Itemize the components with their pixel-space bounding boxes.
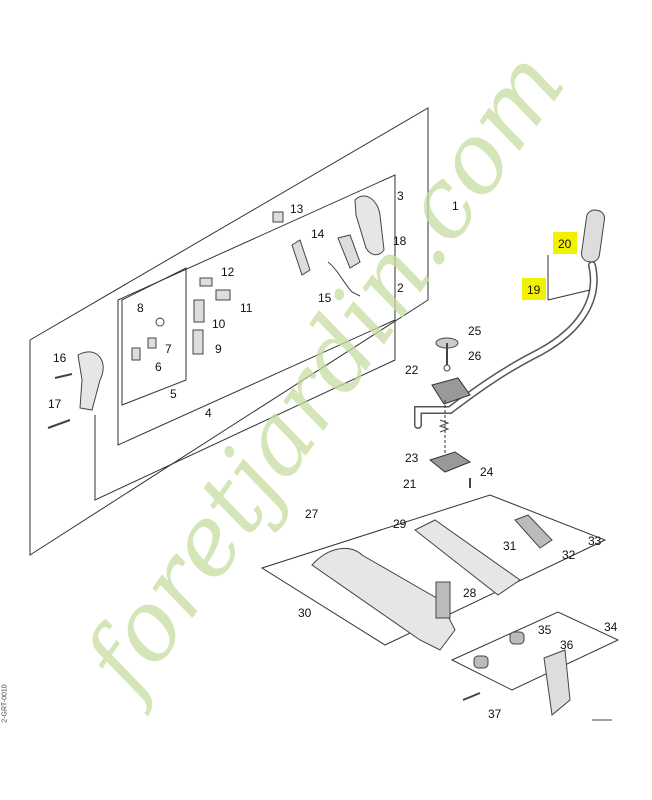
callout-12: 12 xyxy=(221,265,235,279)
lever-part-16 xyxy=(77,351,104,411)
strip-part-32 xyxy=(514,514,553,549)
callout-24: 24 xyxy=(480,465,494,479)
callout-32: 32 xyxy=(562,548,576,562)
part-7 xyxy=(147,337,157,349)
callout-2: 2 xyxy=(397,281,404,295)
screw-part-37 xyxy=(462,692,481,701)
spring-part-23 xyxy=(438,419,450,433)
callout-28: 28 xyxy=(463,586,477,600)
frame-part-34 xyxy=(450,611,620,691)
cover-part-29 xyxy=(414,519,521,596)
part-35b xyxy=(473,655,489,669)
callout-30: 30 xyxy=(298,606,312,620)
part-36 xyxy=(543,649,571,716)
callout-10: 10 xyxy=(212,317,226,331)
highlight-19 xyxy=(522,278,546,300)
callout-37: 37 xyxy=(488,707,502,721)
callout-18: 18 xyxy=(393,234,407,248)
part-35-ring xyxy=(509,631,525,645)
screw-part-16 xyxy=(54,373,73,379)
frame-part-1 xyxy=(29,107,429,556)
lever-part-14 xyxy=(291,239,311,276)
callout-14: 14 xyxy=(311,227,325,241)
callout-11: 11 xyxy=(240,301,253,315)
frame-part-5 xyxy=(121,267,187,406)
leader-19b xyxy=(547,289,591,301)
callout-7: 7 xyxy=(165,342,172,356)
housing-part-27 xyxy=(311,547,456,651)
grip-part-20 xyxy=(581,209,605,263)
callout-8: 8 xyxy=(137,301,144,315)
callout-20: 20 xyxy=(558,237,572,251)
callout-27: 27 xyxy=(305,507,319,521)
side-code: 2-GRT-0010 xyxy=(1,684,9,723)
callout-29: 29 xyxy=(393,517,407,531)
callout-5: 5 xyxy=(170,387,177,401)
cable-part-15 xyxy=(327,261,361,297)
callout-3: 3 xyxy=(397,189,404,203)
screw-part-17 xyxy=(47,419,71,429)
callout-31: 31 xyxy=(503,539,517,553)
part-12 xyxy=(199,277,213,287)
callout-16: 16 xyxy=(53,351,67,365)
callout-4: 4 xyxy=(205,406,212,420)
callout-36: 36 xyxy=(560,638,574,652)
callout-33: 33 xyxy=(588,534,602,548)
frame-part-4 xyxy=(117,174,396,446)
callout-22: 22 xyxy=(405,363,419,377)
clamp-part-22 xyxy=(431,377,471,405)
callout-17: 17 xyxy=(48,397,62,411)
part-8 xyxy=(155,317,165,327)
connector-line xyxy=(94,320,396,501)
part-9 xyxy=(192,329,204,355)
callout-23: 23 xyxy=(405,451,419,465)
handlebar-tube-inner xyxy=(415,262,597,428)
part-10 xyxy=(193,299,205,323)
callout-21: 21 xyxy=(403,477,417,491)
part-11 xyxy=(215,289,231,301)
callout-19: 19 xyxy=(527,283,541,297)
frame-part-27 xyxy=(260,494,607,646)
trigger-part xyxy=(337,234,361,269)
highlight-20 xyxy=(553,232,577,254)
callout-26: 26 xyxy=(468,349,482,363)
handle-housing-part-3 xyxy=(354,195,385,256)
washer-part-26 xyxy=(443,364,451,372)
callout-15: 15 xyxy=(318,291,332,305)
callout-6: 6 xyxy=(155,360,162,374)
callout-9: 9 xyxy=(215,342,222,356)
callout-25: 25 xyxy=(468,324,482,338)
part-28 xyxy=(435,581,451,619)
callout-13: 13 xyxy=(290,202,304,216)
part-13 xyxy=(272,211,284,223)
callout-35: 35 xyxy=(538,623,552,637)
base-part-21 xyxy=(428,451,472,473)
callout-1: 1 xyxy=(452,199,459,213)
callout-34: 34 xyxy=(604,620,618,634)
part-6 xyxy=(131,347,141,361)
